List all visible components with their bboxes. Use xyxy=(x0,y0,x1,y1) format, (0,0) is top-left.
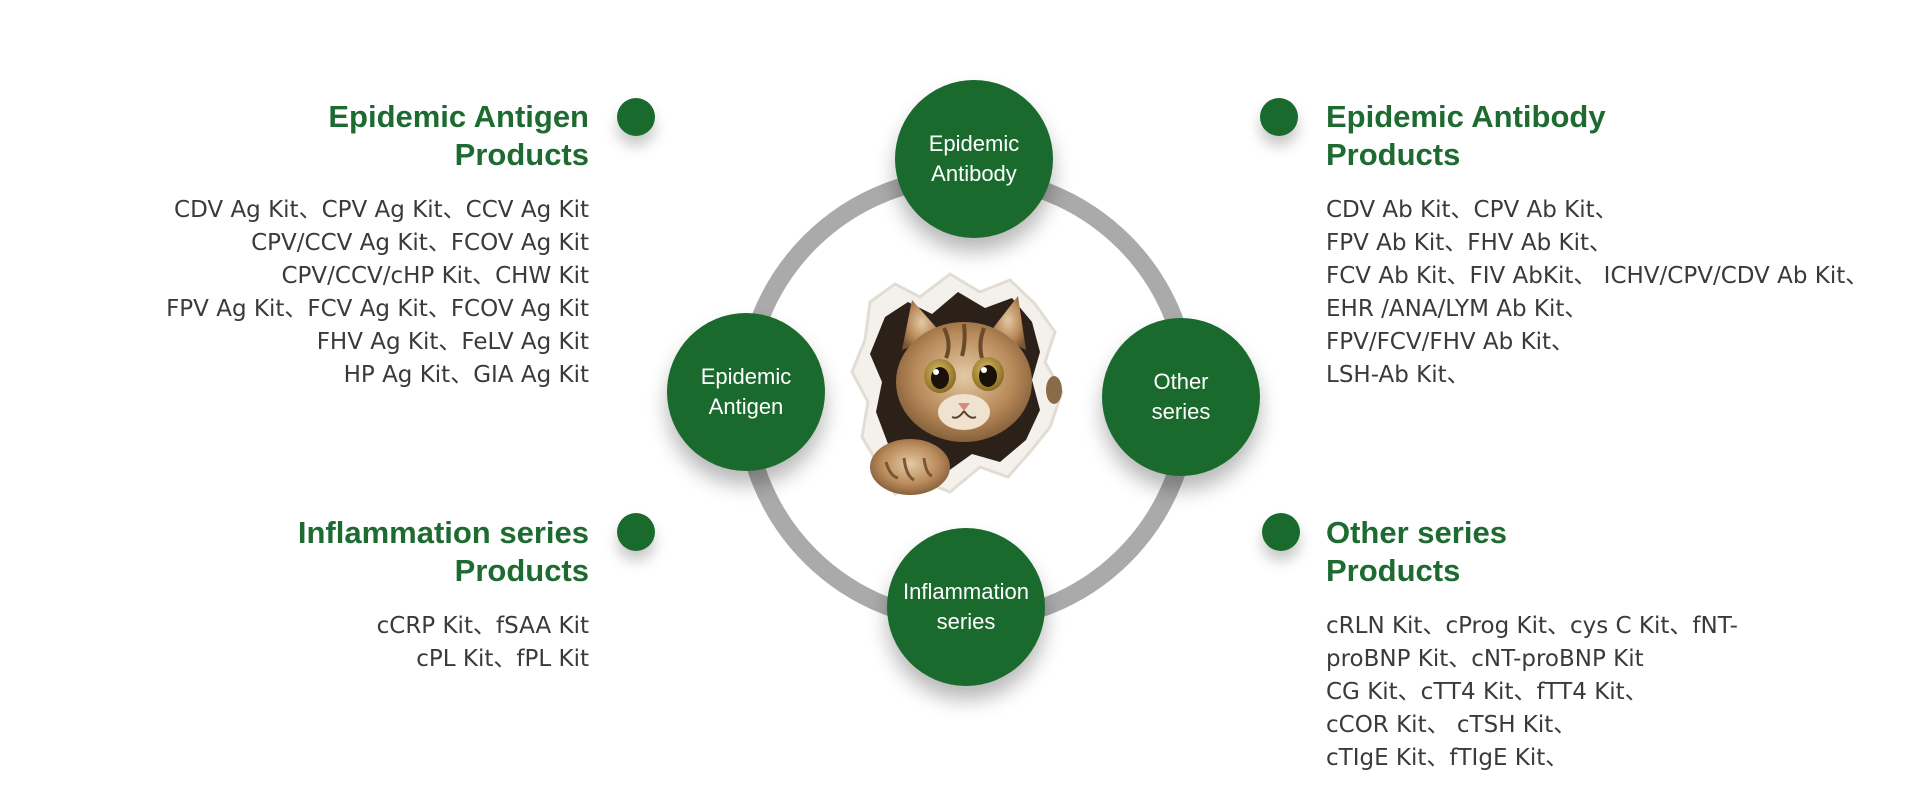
bullet-dot-bottom-right xyxy=(1262,513,1300,551)
list-item: FHV Ag Kit、FeLV Ag Kit xyxy=(316,329,589,355)
other-series-products-title: Other series Products xyxy=(1326,515,1507,588)
list-item: FCV Ab Kit、FIV AbKit、 ICHV/CPV/CDV Ab Ki… xyxy=(1326,263,1869,289)
list-item: proBNP Kit、cNT-proBNP Kit xyxy=(1326,646,1644,672)
bullet-dot-top-left xyxy=(617,98,655,136)
bullet-dot-top-right xyxy=(1260,98,1298,136)
bullet-dot-bottom-left xyxy=(617,513,655,551)
cat-peeking-icon xyxy=(850,272,1064,497)
list-item: cTIgE Kit、fTIgE Kit、 xyxy=(1326,745,1569,771)
list-item: EHR /ANA/LYM Ab Kit、 xyxy=(1326,296,1588,322)
list-item: CPV/CCV/cHP Kit、CHW Kit xyxy=(281,263,589,289)
list-item: CDV Ag Kit、CPV Ag Kit、CCV Ag Kit xyxy=(174,197,589,223)
epidemic-antibody-product-list: CDV Ab Kit、CPV Ab Kit、 FPV Ab Kit、FHV Ab… xyxy=(1326,194,1868,392)
list-item: FPV Ab Kit、FHV Ab Kit、 xyxy=(1326,230,1612,256)
list-item: FPV Ag Kit、FCV Ag Kit、FCOV Ag Kit xyxy=(166,296,589,322)
center-image xyxy=(840,262,1080,522)
list-item: LSH-Ab Kit、 xyxy=(1326,362,1470,388)
list-item: cPL Kit、fPL Kit xyxy=(416,646,589,672)
list-item: CDV Ab Kit、CPV Ab Kit、 xyxy=(1326,197,1618,223)
list-item: cCOR Kit、 cTSH Kit、 xyxy=(1326,712,1577,738)
epidemic-antigen-product-list: CDV Ag Kit、CPV Ag Kit、CCV Ag Kit CPV/CCV… xyxy=(166,194,589,392)
list-item: CPV/CCV Ag Kit、FCOV Ag Kit xyxy=(251,230,589,256)
inflammation-series-product-list: cCRP Kit、fSAA Kit cPL Kit、fPL Kit xyxy=(377,610,589,676)
epidemic-antibody-products-title: Epidemic Antibody Products xyxy=(1326,99,1606,172)
list-item: cCRP Kit、fSAA Kit xyxy=(376,613,589,639)
list-item: FPV/FCV/FHV Ab Kit、 xyxy=(1326,329,1575,355)
other-series-product-list: cRLN Kit、cProg Kit、cys C Kit、fNT- proBNP… xyxy=(1326,610,1738,775)
list-item: CG Kit、cTT4 Kit、fTT4 Kit、 xyxy=(1326,679,1648,705)
list-item: HP Ag Kit、GIA Ag Kit xyxy=(343,362,589,388)
inflammation-series-products-title: Inflammation series Products xyxy=(297,515,589,588)
epidemic-antigen-products-title: Epidemic Antigen Products xyxy=(328,99,589,172)
list-item: cRLN Kit、cProg Kit、cys C Kit、fNT- xyxy=(1326,613,1738,639)
